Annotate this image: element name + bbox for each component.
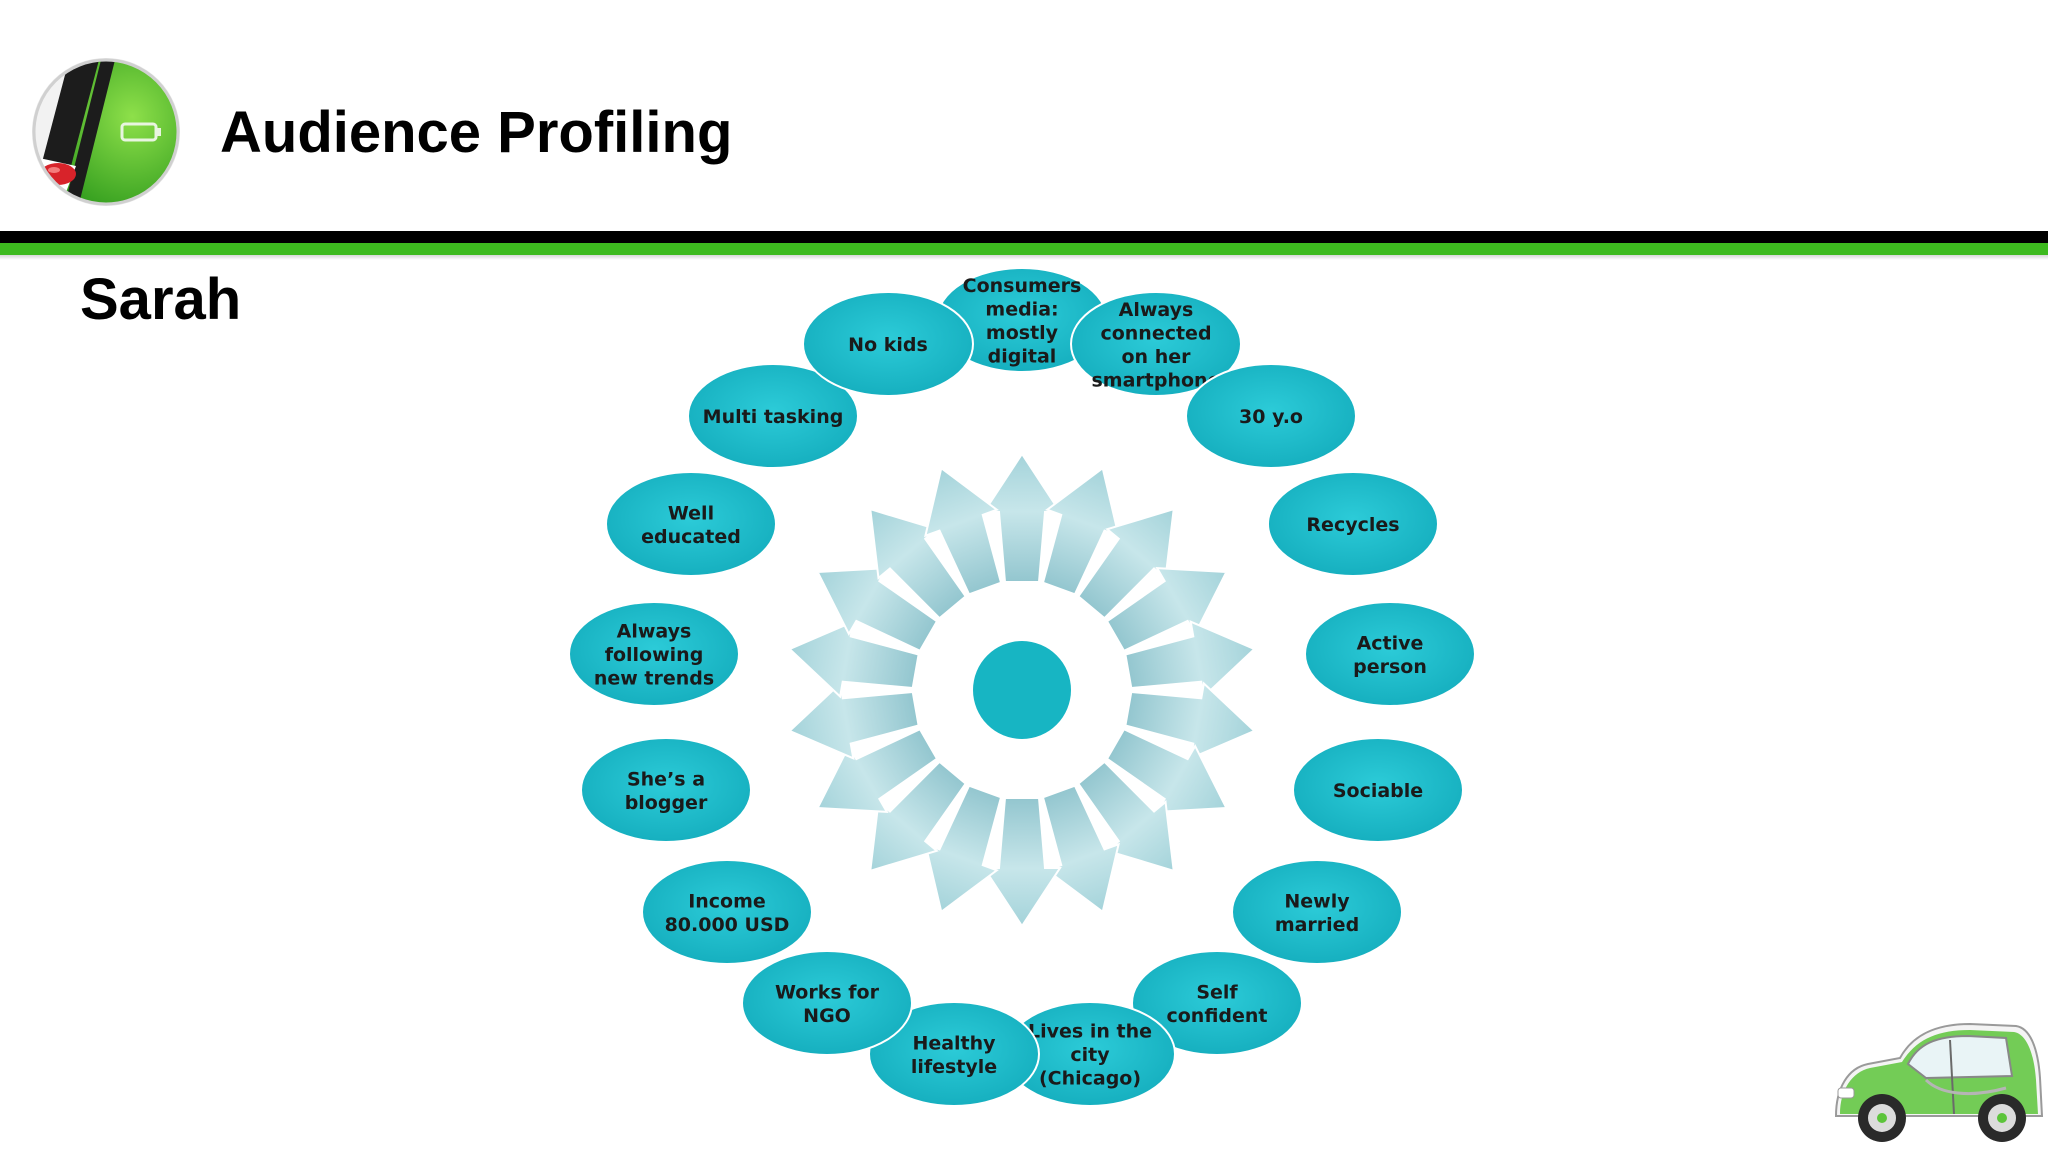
attribute-label: blogger bbox=[625, 792, 708, 814]
attribute-label: Well bbox=[668, 502, 714, 524]
attribute-label: educated bbox=[641, 526, 741, 548]
radial-arrow bbox=[869, 760, 967, 873]
attribute-ellipse bbox=[741, 950, 913, 1056]
page-title: Audience Profiling bbox=[220, 100, 733, 165]
header-band-black bbox=[0, 231, 2048, 243]
attribute-label: Multi tasking bbox=[703, 406, 844, 428]
attribute-recycles: Recycles bbox=[1267, 471, 1439, 577]
attribute-ellipse bbox=[580, 737, 752, 843]
attribute-label: lifestyle bbox=[911, 1056, 997, 1078]
attribute-sociable: Sociable bbox=[1292, 737, 1464, 843]
attribute-multi-tasking: Multi tasking bbox=[687, 363, 859, 469]
header-band-shadow bbox=[0, 255, 2048, 260]
radial-arrow bbox=[1077, 760, 1175, 873]
attribute-label: married bbox=[1275, 914, 1359, 936]
attribute-ellipse bbox=[1231, 859, 1403, 965]
attribute-label: connected bbox=[1100, 322, 1211, 344]
attribute-ellipse bbox=[641, 859, 813, 965]
attribute-label: She’s a bbox=[627, 768, 705, 790]
attribute-label: Healthy bbox=[912, 1032, 996, 1054]
attribute-label: Consumers bbox=[963, 275, 1082, 297]
attribute-label: 30 y.o bbox=[1239, 406, 1303, 428]
attribute-label: new trends bbox=[594, 668, 714, 690]
radial-arrow bbox=[869, 507, 967, 620]
attribute-label: Active bbox=[1357, 632, 1424, 654]
attribute-label: No kids bbox=[848, 334, 928, 356]
attribute-label: digital bbox=[988, 345, 1057, 367]
radial-arrow bbox=[1041, 466, 1120, 596]
attribute-label: (Chicago) bbox=[1039, 1068, 1141, 1090]
center-circle bbox=[973, 641, 1071, 739]
attribute-ellipse bbox=[1267, 471, 1439, 577]
attribute-ellipse bbox=[802, 291, 974, 397]
attribute-label: Always bbox=[617, 621, 692, 643]
attribute-age: 30 y.o bbox=[1185, 363, 1357, 469]
green-smart-car-icon bbox=[1834, 1022, 2044, 1142]
attribute-ellipse bbox=[605, 471, 777, 577]
radial-arrow bbox=[1124, 620, 1257, 699]
attribute-ellipse bbox=[1304, 601, 1476, 707]
attribute-label: smartphone bbox=[1092, 369, 1221, 391]
header-band-green bbox=[0, 243, 2048, 255]
radial-arrow bbox=[1124, 681, 1257, 760]
attribute-label: Income bbox=[688, 890, 766, 912]
attribute-label: Self bbox=[1196, 981, 1238, 1003]
smart-car-rear-light-logo-icon bbox=[32, 58, 180, 206]
attribute-label: Newly bbox=[1284, 890, 1350, 912]
radial-arrow bbox=[1105, 727, 1228, 814]
radial-arrow bbox=[982, 452, 1062, 583]
attribute-label: city bbox=[1070, 1044, 1110, 1066]
radial-arrow bbox=[816, 566, 939, 653]
radial-arrow bbox=[924, 784, 1003, 914]
attribute-label: mostly bbox=[986, 322, 1059, 344]
radial-arrow bbox=[982, 797, 1062, 928]
attribute-label: confident bbox=[1166, 1005, 1267, 1027]
attribute-ellipse bbox=[1292, 737, 1464, 843]
attribute-label: Sociable bbox=[1333, 780, 1423, 802]
attribute-label: Works for bbox=[775, 981, 880, 1003]
radial-arrow bbox=[1041, 784, 1120, 914]
attribute-no-kids: No kids bbox=[802, 291, 974, 397]
attribute-label: Recycles bbox=[1306, 514, 1399, 536]
attribute-ellipse bbox=[568, 601, 740, 707]
attribute-ellipse bbox=[1131, 950, 1303, 1056]
attribute-label: Lives in the bbox=[1028, 1021, 1152, 1043]
attribute-label: Always bbox=[1119, 299, 1194, 321]
attribute-ellipse bbox=[687, 363, 859, 469]
radial-arrow bbox=[787, 620, 920, 699]
radial-arrow bbox=[1077, 507, 1175, 620]
attribute-label: person bbox=[1353, 656, 1427, 678]
attribute-ellipse bbox=[1185, 363, 1357, 469]
attribute-label: following bbox=[605, 644, 704, 666]
attribute-label: on her bbox=[1122, 346, 1192, 368]
persona-name: Sarah bbox=[80, 267, 242, 332]
attribute-label: media: bbox=[985, 298, 1058, 320]
attribute-label: NGO bbox=[803, 1005, 851, 1027]
attribute-label: 80.000 USD bbox=[665, 914, 790, 936]
attribute-ellipse bbox=[868, 1001, 1040, 1107]
radial-arrow bbox=[787, 681, 920, 760]
radial-arrow bbox=[924, 466, 1003, 596]
attribute-ellipse bbox=[1070, 291, 1242, 397]
